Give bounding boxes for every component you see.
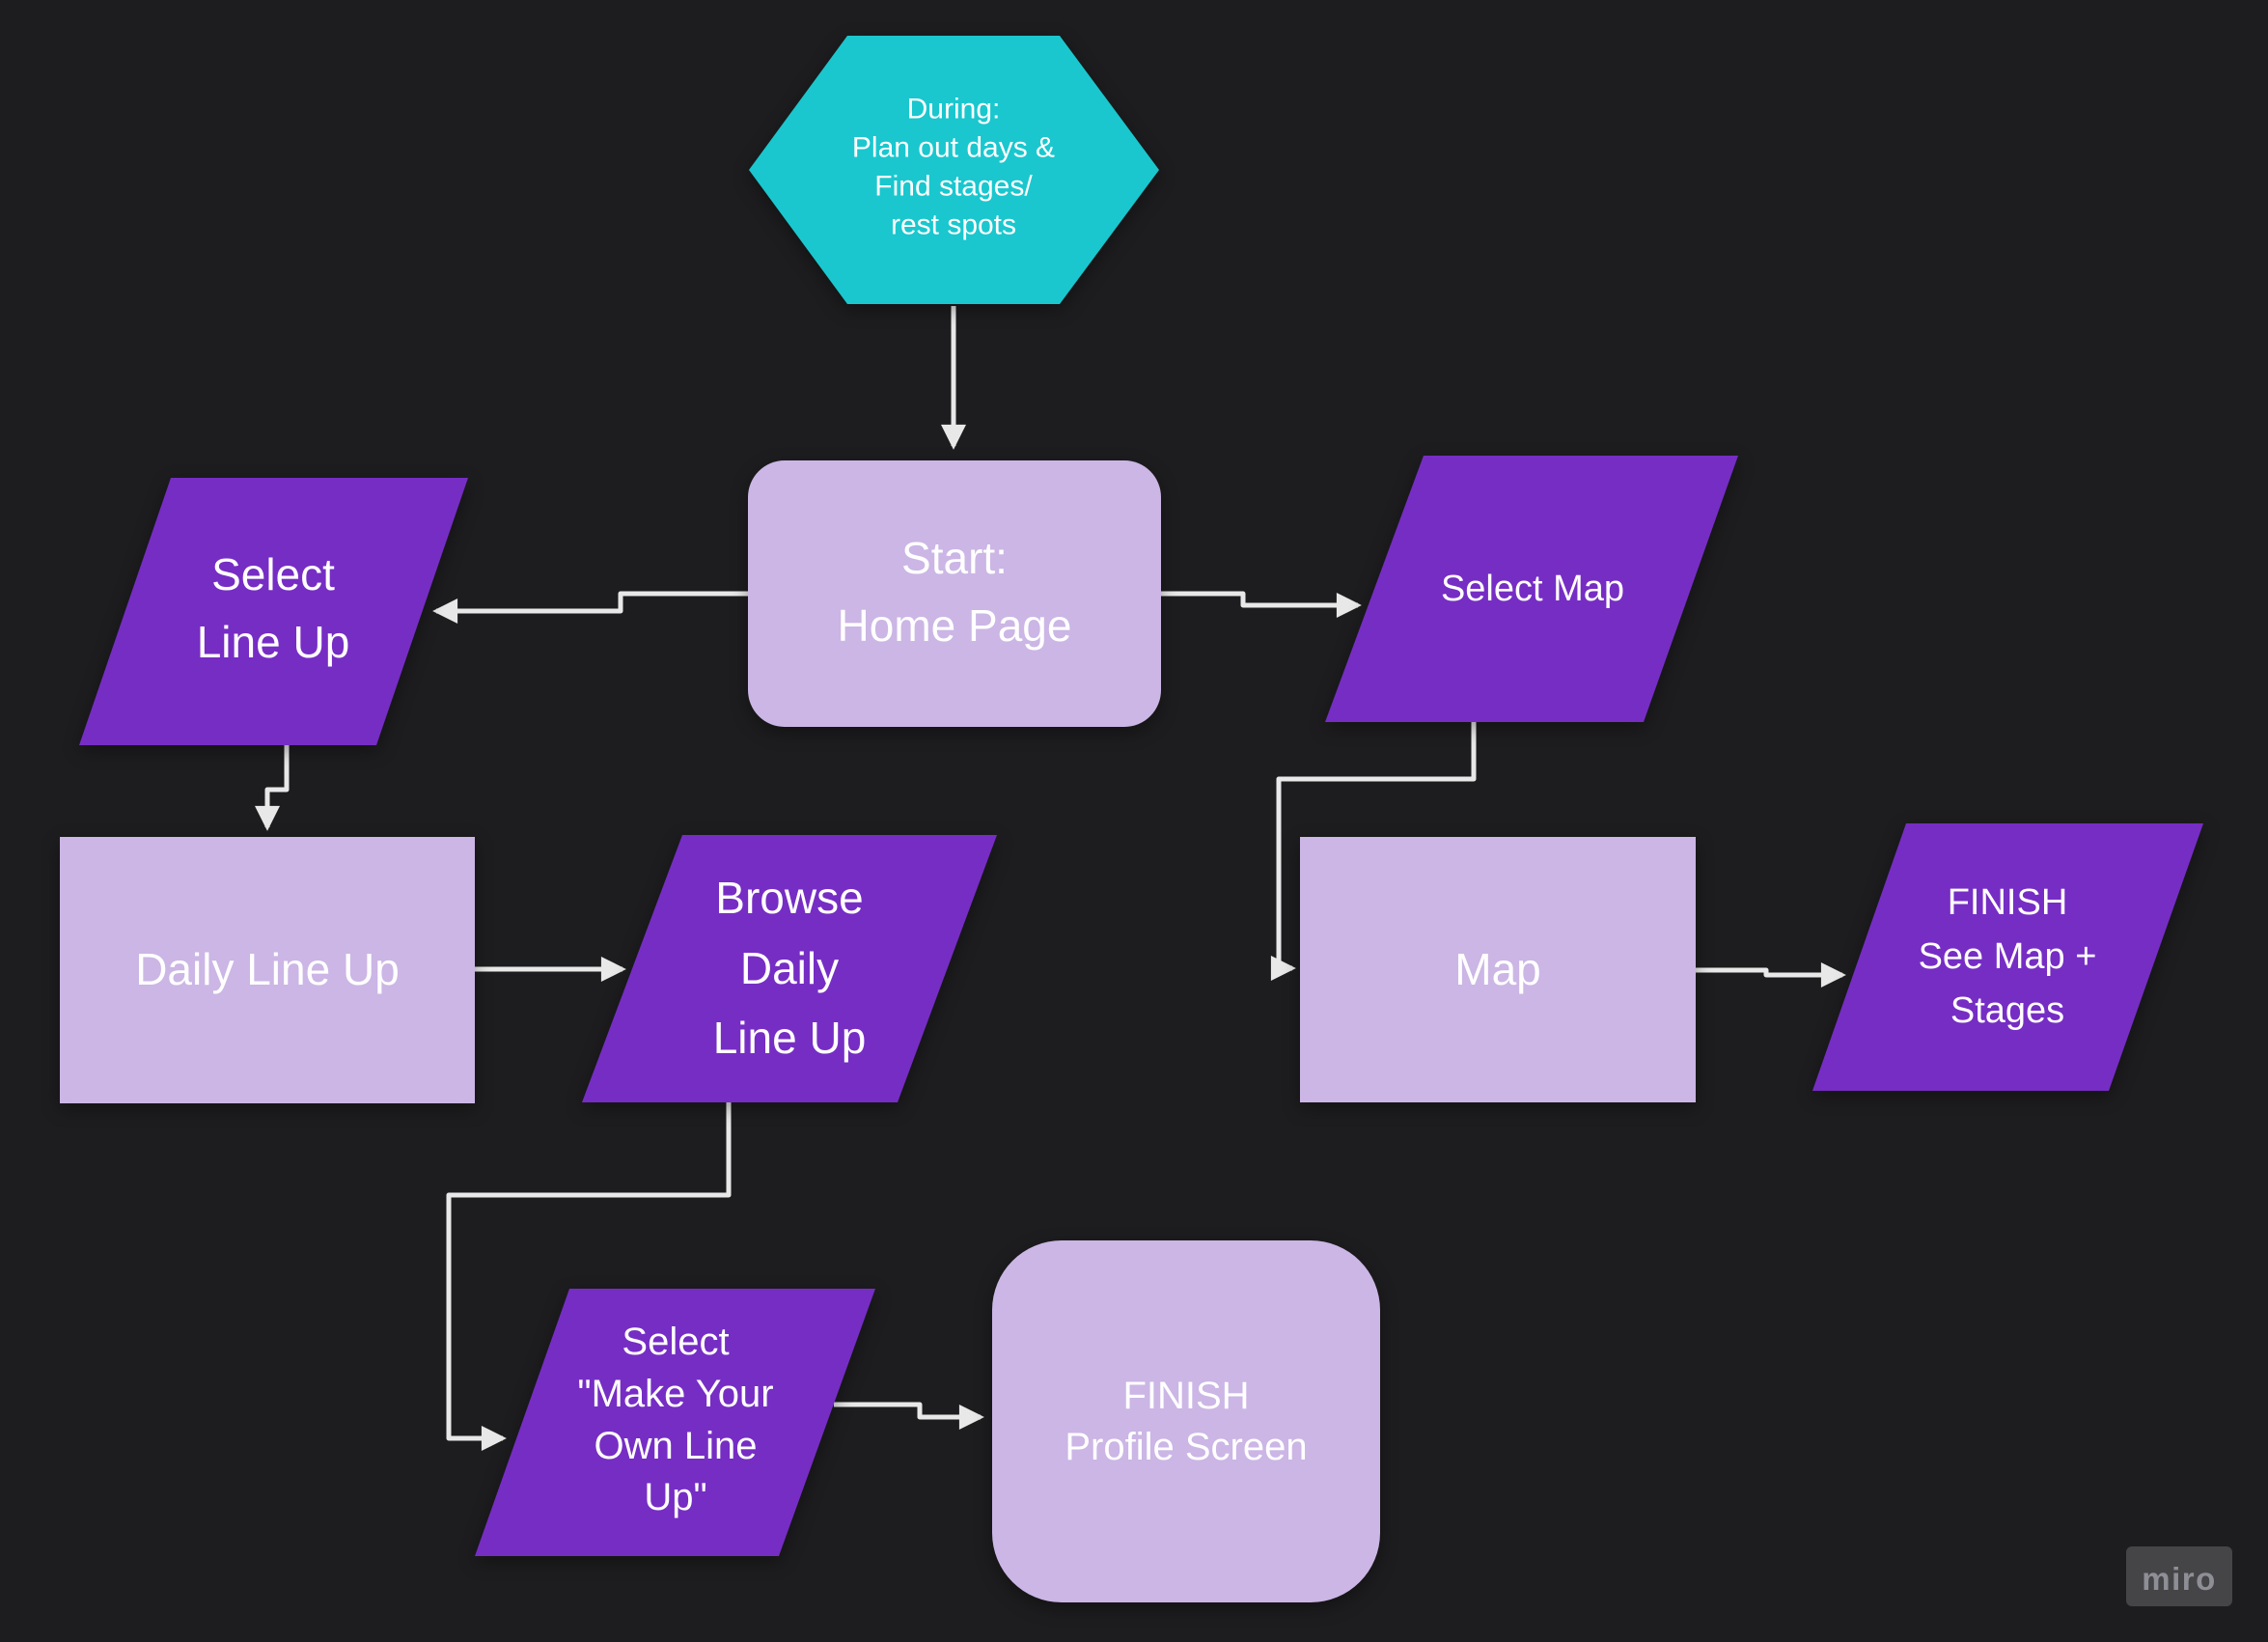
node-select-make-line4: Up" — [644, 1476, 706, 1518]
parallelogram-shape-select-make-your-own[interactable] — [475, 1289, 875, 1556]
node-during-line3: Find stages/ — [874, 171, 1033, 203]
nodes: During: Plan out days & Find stages/ res… — [60, 36, 2203, 1602]
edge-select-make-your-own-to-finish-profile[interactable] — [834, 1402, 984, 1430]
node-finish-profile-line1: FINISH — [1122, 1375, 1249, 1417]
node-daily-line-up-line1: Daily Line Up — [135, 944, 400, 994]
node-daily-line-up: Daily Line Up — [60, 837, 475, 1103]
edge-browse-to-select-make-your-own[interactable] — [446, 1102, 732, 1451]
node-select-make-line2: "Make Your — [577, 1373, 773, 1415]
node-finish-see-map-line3: Stages — [1950, 990, 2064, 1031]
node-select-make-your-own-label: Select "Make Your Own Line Up" — [577, 1321, 773, 1518]
node-select-line-up-line1: Select — [211, 549, 335, 599]
miro-logo-text: miro — [2142, 1561, 2217, 1597]
parallelogram-shape-browse-daily-line-up[interactable] — [582, 835, 997, 1102]
parallelogram-shape-select-line-up[interactable] — [79, 478, 468, 745]
node-during-line1: During: — [907, 94, 1001, 125]
node-select-make-line1: Select — [622, 1321, 729, 1363]
miro-watermark[interactable]: miro — [2126, 1546, 2232, 1606]
edge-select-line-up-to-daily-line-up[interactable] — [255, 745, 290, 831]
node-start-line1: Start: — [901, 533, 1008, 583]
node-during-label: During: Plan out days & Find stages/ res… — [852, 94, 1055, 241]
node-start-line2: Home Page — [838, 600, 1072, 651]
node-start-label: Start: Home Page — [838, 533, 1072, 651]
node-browse-line2: Daily — [740, 943, 839, 993]
node-during-line2: Plan out days & — [852, 132, 1055, 164]
node-browse-daily-line-up-label: Browse Daily Line Up — [713, 873, 867, 1063]
node-select-map-label: Select Map — [1441, 569, 1624, 609]
node-select-map-line1: Select Map — [1441, 569, 1624, 609]
node-finish-see-map-line1: FINISH — [1948, 882, 2068, 923]
node-daily-line-up-label: Daily Line Up — [135, 944, 400, 994]
node-map-line1: Map — [1454, 944, 1540, 994]
node-browse-line1: Browse — [715, 873, 863, 923]
edge-select-map-to-map[interactable] — [1270, 722, 1477, 981]
node-select-make-line3: Own Line — [595, 1425, 758, 1467]
node-select-line-up: Select Line Up — [79, 478, 468, 745]
parallelogram-shape-select-map[interactable] — [1325, 456, 1738, 722]
rect-shape-daily-line-up[interactable] — [60, 837, 475, 1103]
edge-start-to-select-line-up[interactable] — [432, 591, 748, 624]
rounded-rect-shape-start[interactable] — [748, 460, 1161, 727]
miro-logo: miro — [2142, 1561, 2217, 1597]
node-finish-see-map-stages: FINISH See Map + Stages — [1812, 823, 2203, 1091]
node-select-make-your-own-line-up: Select "Make Your Own Line Up" — [475, 1289, 875, 1556]
node-browse-line3: Line Up — [713, 1013, 867, 1063]
node-select-line-up-line2: Line Up — [197, 617, 350, 667]
node-finish-profile-line2: Profile Screen — [1065, 1426, 1307, 1468]
edge-map-to-finish-see-map[interactable] — [1696, 962, 1846, 988]
edge-start-to-select-map[interactable] — [1161, 591, 1362, 618]
rounded-rect-shape-finish-profile[interactable] — [992, 1240, 1380, 1602]
node-select-map: Select Map — [1325, 456, 1738, 722]
miro-watermark-badge[interactable] — [2126, 1546, 2232, 1606]
node-start: Start: Home Page — [748, 460, 1161, 727]
node-finish-profile-screen: FINISH Profile Screen — [992, 1240, 1380, 1602]
parallelogram-shape-finish-see-map[interactable] — [1812, 823, 2203, 1091]
node-finish-see-map-line2: See Map + — [1919, 936, 2097, 977]
connectors — [255, 306, 1846, 1451]
node-map: Map — [1300, 837, 1696, 1102]
node-finish-see-map-label: FINISH See Map + Stages — [1919, 882, 2097, 1031]
node-map-label: Map — [1454, 944, 1540, 994]
rect-shape-map[interactable] — [1300, 837, 1696, 1102]
node-during-line4: rest spots — [891, 209, 1016, 241]
hexagon-shape-during[interactable] — [749, 36, 1159, 304]
node-during: During: Plan out days & Find stages/ res… — [749, 36, 1159, 304]
node-browse-daily-line-up: Browse Daily Line Up — [582, 835, 997, 1102]
node-select-line-up-label: Select Line Up — [197, 549, 350, 667]
node-finish-profile-label: FINISH Profile Screen — [1065, 1375, 1307, 1468]
